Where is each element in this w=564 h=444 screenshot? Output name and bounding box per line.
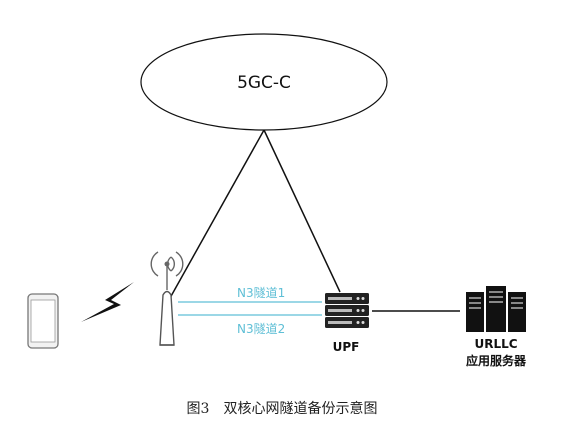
n3-tunnel-1-label: N3隧道1 <box>237 285 285 300</box>
upf-label: UPF <box>333 340 360 354</box>
base-station-icon <box>150 251 184 346</box>
wireless-link-icon <box>81 282 134 322</box>
application-server-icon <box>466 286 526 332</box>
smartphone-icon <box>27 293 59 349</box>
core-to-upf-line <box>263 129 341 293</box>
core-network-label: 5GC-C <box>237 73 291 93</box>
server-label-line1: URLLC <box>474 337 517 351</box>
core-to-gnb-line <box>169 129 265 299</box>
server-label-line2: 应用服务器 <box>466 353 527 368</box>
figure-caption: 图3 双核心网隧道备份示意图 <box>187 400 378 417</box>
n3-tunnel-2-label: N3隧道2 <box>237 321 285 336</box>
upf-server-icon <box>325 293 369 328</box>
